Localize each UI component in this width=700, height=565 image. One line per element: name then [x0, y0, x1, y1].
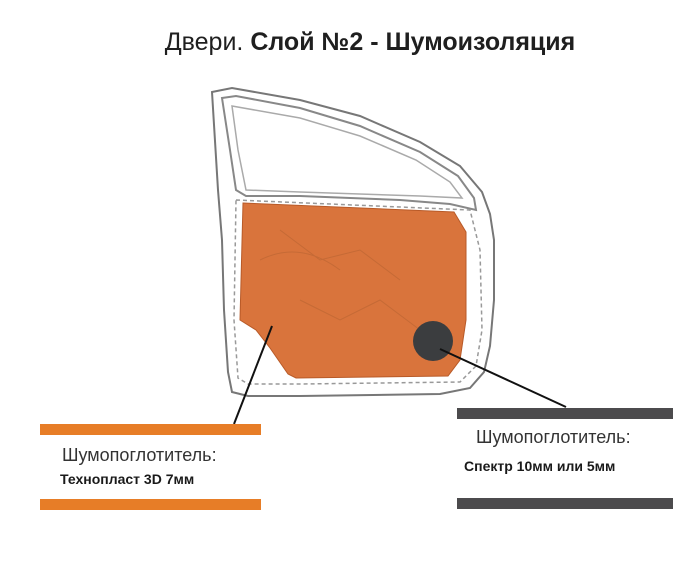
orange-bar-top [40, 424, 261, 435]
spektr-circle [413, 321, 453, 361]
page-title: Двери. Слой №2 - Шумоизоляция [0, 28, 700, 57]
sound-absorber-area [239, 202, 467, 379]
right-material-product: Спектр 10мм или 5мм [464, 458, 616, 474]
title-prefix: Двери. [164, 28, 244, 56]
gray-bar-bottom [457, 498, 673, 509]
orange-bar-bottom [40, 499, 261, 510]
left-material-label: Шумопоглотитель: [62, 445, 217, 465]
door-frame-outline [210, 86, 495, 397]
window-inner [231, 105, 464, 199]
pointer-line-left [233, 325, 273, 425]
left-material-product: Технопласт 3D 7мм [60, 471, 195, 487]
pointer-line-right [439, 348, 567, 408]
right-material-label: Шумопоглотитель: [476, 427, 631, 447]
door-texture [259, 229, 421, 331]
window-frame [220, 94, 478, 212]
gray-bar-top [457, 408, 673, 419]
door-lower-frame [233, 199, 483, 385]
title-main: Слой №2 - Шумоизоляция [250, 28, 576, 56]
